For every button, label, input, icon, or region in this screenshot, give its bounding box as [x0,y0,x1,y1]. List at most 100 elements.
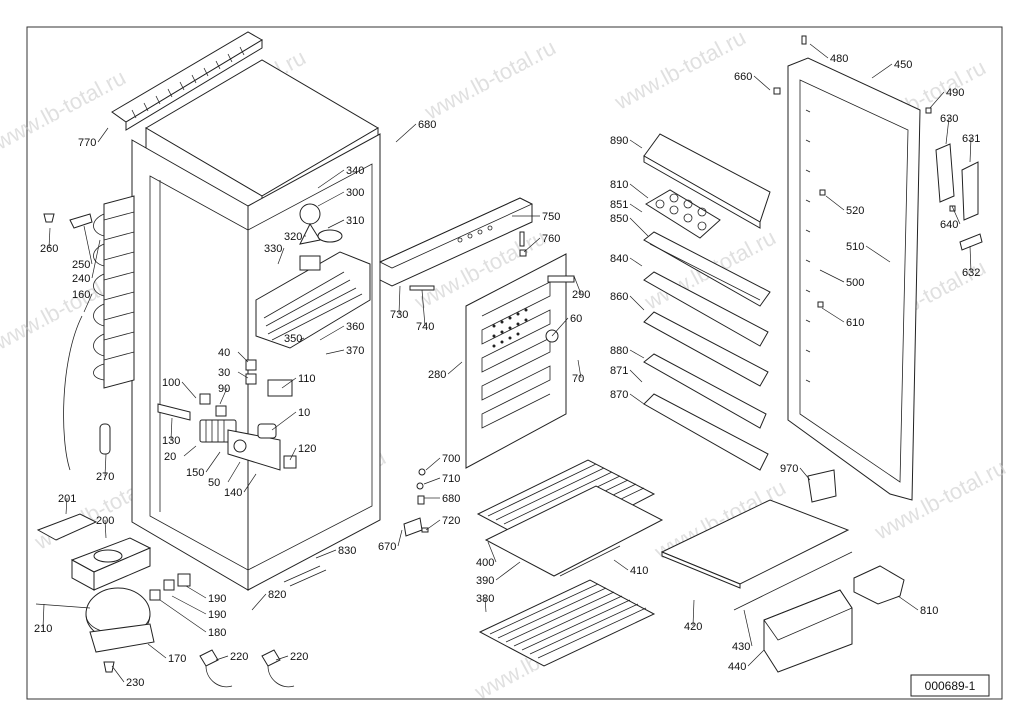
part-number-label: 50 [208,477,220,489]
leader-line [289,447,297,461]
leader-line [275,655,289,661]
leader-line [897,595,919,611]
part-number-label: 871 [610,365,628,377]
part-number-label: 330 [264,243,282,255]
leader-line [629,257,643,267]
leader-line [319,325,345,341]
leader-line [425,457,441,471]
leader-line [423,477,441,485]
leader-line [629,369,643,383]
leader-line [753,75,771,91]
leader-line [397,529,403,547]
cabinet-body [111,31,381,591]
watermark-text: www.lb-total.ru [610,25,750,115]
part-number-label: 450 [894,59,912,71]
control-parts [157,359,297,471]
leader-line [613,559,629,571]
leader-line [48,227,51,249]
part-number-label: 610 [846,317,864,329]
leader-line [629,349,645,359]
leader-line [799,467,811,481]
compressor [35,573,295,688]
part-number-label: 40 [218,347,230,359]
part-number-label: 210 [34,623,52,635]
part-number-label: 670 [378,541,396,553]
drawing-code: 000689-1 [925,679,976,693]
leader-line [398,285,401,315]
diagram-frame [26,26,1003,700]
part-number-label: 631 [962,133,980,145]
part-number-label: 310 [346,215,364,227]
leader-line [91,239,101,279]
leader-line [821,307,845,323]
part-number-label: 840 [610,253,628,265]
drawing-code-box: 000689-1 [910,674,990,697]
part-number-label: 180 [208,627,226,639]
leader-line [577,359,582,379]
leader-line [65,497,68,515]
small-hardware [403,468,429,537]
part-number-label: 70 [572,373,584,385]
evaporator-back-plate [465,253,575,469]
leader-line [395,123,417,143]
leader-line [83,293,93,313]
leader-line [969,245,972,273]
part-number-label: 430 [732,641,750,653]
leader-line [629,183,649,199]
leader-line [692,599,695,627]
part-number-label: 490 [946,87,964,99]
part-number-label: 240 [72,273,90,285]
leader-line [227,461,241,483]
leader-line [171,595,207,615]
part-number-label: 410 [630,565,648,577]
part-number-label: 260 [40,243,58,255]
part-number-label: 140 [224,487,242,499]
part-number-label: 360 [346,321,364,333]
part-number-label: 720 [442,515,460,527]
leader-line [83,225,93,265]
part-number-label: 170 [168,653,186,665]
part-number-label: 290 [572,289,590,301]
part-number-label: 370 [346,345,364,357]
leader-line [251,593,267,611]
leader-line [743,609,753,647]
leader-line [447,361,463,375]
part-number-label: 630 [940,113,958,125]
leader-line [871,63,893,79]
part-number-label: 30 [218,367,230,379]
part-number-label: 200 [96,515,114,527]
part-number-label: 890 [610,135,628,147]
leader-line [159,599,207,633]
leader-line [299,337,305,341]
part-number-label: 20 [164,451,176,463]
leader-line [425,519,441,531]
part-number-label: 520 [846,205,864,217]
leader-line [281,377,297,389]
leader-line [42,603,45,629]
part-number-label: 190 [208,609,226,621]
part-number-label: 810 [610,179,628,191]
part-number-label: 730 [390,309,408,321]
part-number-label: 150 [186,467,204,479]
leader-line [183,445,197,457]
leader-line [181,381,197,399]
part-number-label: 220 [290,651,308,663]
part-number-label: 510 [846,241,864,253]
part-number-label: 120 [298,443,316,455]
part-number-label: 390 [476,575,494,587]
leader-line [809,43,829,59]
leader-line [185,585,207,599]
part-number-label: 190 [208,593,226,605]
condenser-coil [43,195,135,471]
part-number-label: 660 [734,71,752,83]
part-number-label: 680 [442,493,460,505]
leader-line [219,387,228,405]
wire-shelves [476,459,664,667]
leader-line [104,519,107,539]
part-number-label: 880 [610,345,628,357]
leader-line [523,237,541,253]
part-number-label: 100 [162,377,180,389]
part-number-label: 851 [610,199,628,211]
